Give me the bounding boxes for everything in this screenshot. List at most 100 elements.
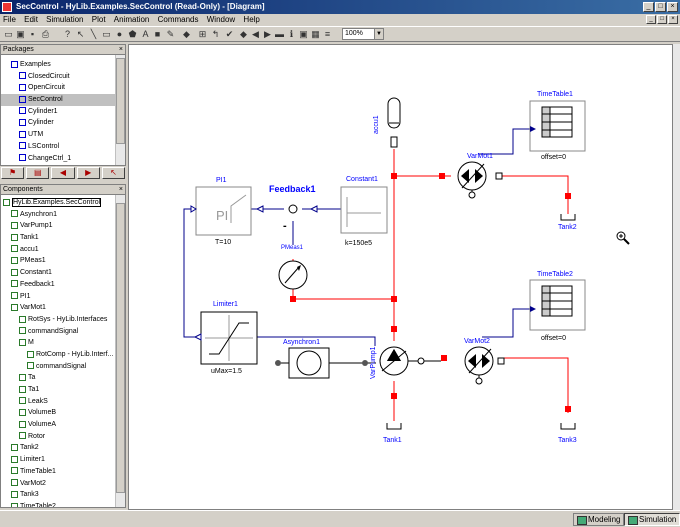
- package-item[interactable]: ChangeCtrl_1: [1, 153, 125, 165]
- save-icon[interactable]: ▪: [27, 29, 38, 40]
- component-item[interactable]: VarMot1: [1, 302, 125, 314]
- open-icon[interactable]: ▣: [15, 29, 26, 40]
- package-item[interactable]: ClosedCircuit: [1, 71, 125, 83]
- package-item[interactable]: Cylinder: [1, 117, 125, 129]
- component-item[interactable]: LeakS: [1, 396, 125, 408]
- arrow-up-icon[interactable]: ◆: [238, 29, 249, 40]
- nav-back-icon[interactable]: ◀: [51, 167, 74, 179]
- icon-view-icon[interactable]: ▣: [298, 29, 309, 40]
- doc-close-button[interactable]: ×: [668, 15, 678, 24]
- feedback-block[interactable]: Feedback1 -: [257, 184, 317, 232]
- component-item[interactable]: Tank1: [1, 232, 125, 244]
- chevron-down-icon[interactable]: ▼: [374, 29, 383, 39]
- canvas-scrollbar[interactable]: [673, 44, 680, 510]
- pi-controller[interactable]: PI PI1 T=10: [191, 177, 251, 246]
- component-item[interactable]: VarMot2: [1, 478, 125, 490]
- menu-animation[interactable]: Animation: [111, 14, 153, 26]
- component-item[interactable]: Limiter1: [1, 454, 125, 466]
- minimize-button[interactable]: _: [643, 2, 654, 12]
- help-icon[interactable]: ?: [62, 29, 73, 40]
- pointer-icon[interactable]: ↖: [75, 29, 86, 40]
- line-tool-icon[interactable]: ╲: [88, 29, 99, 40]
- rectangle-tool-icon[interactable]: ▭: [101, 29, 112, 40]
- packages-scrollbar[interactable]: [115, 55, 125, 165]
- package-item[interactable]: UTM: [1, 129, 125, 141]
- component-item[interactable]: Constant1: [1, 267, 125, 279]
- nav-up-icon[interactable]: ↖: [102, 167, 125, 179]
- component-item[interactable]: PMeas1: [1, 255, 125, 267]
- menu-plot[interactable]: Plot: [89, 14, 109, 26]
- zoom-select[interactable]: 100% ▼: [342, 28, 384, 40]
- polygon-tool-icon[interactable]: ⬟: [127, 29, 138, 40]
- menu-simulation[interactable]: Simulation: [43, 14, 86, 26]
- fill-color-icon[interactable]: ■: [152, 29, 163, 40]
- modeling-mode-button[interactable]: Modeling: [573, 513, 624, 526]
- limiter-block[interactable]: Limiter1 uMax=1.5: [195, 301, 257, 375]
- component-item[interactable]: TimeTable1: [1, 466, 125, 478]
- menu-commands[interactable]: Commands: [155, 14, 202, 26]
- component-item[interactable]: VolumeA: [1, 419, 125, 431]
- pressure-sensor[interactable]: PMeas1: [279, 245, 307, 289]
- text-tool-icon[interactable]: A: [140, 29, 151, 40]
- locate-icon[interactable]: ⚑: [1, 167, 24, 179]
- check-icon[interactable]: ✔: [224, 29, 235, 40]
- constant-block[interactable]: Constant1 k=150e5: [341, 176, 387, 247]
- info-icon[interactable]: ℹ: [286, 29, 297, 40]
- browse-icon[interactable]: ▤: [26, 167, 49, 179]
- menu-help[interactable]: Help: [240, 14, 262, 26]
- tank-1[interactable]: Tank1: [383, 423, 402, 444]
- time-table-2[interactable]: TimeTable2 offset=0: [530, 271, 585, 342]
- component-item[interactable]: TimeTable2: [1, 501, 125, 508]
- component-item[interactable]: Tank3: [1, 489, 125, 501]
- component-item[interactable]: Tank2: [1, 442, 125, 454]
- package-item[interactable]: SecControl: [1, 94, 125, 106]
- package-item[interactable]: OpenCircuit: [1, 82, 125, 94]
- component-item[interactable]: accu1: [1, 244, 125, 256]
- scroll-thumb[interactable]: [116, 203, 125, 493]
- close-icon[interactable]: ×: [119, 185, 123, 195]
- simulation-mode-button[interactable]: Simulation: [624, 513, 680, 526]
- connect-icon[interactable]: ⊞: [197, 29, 208, 40]
- menu-edit[interactable]: Edit: [21, 14, 41, 26]
- package-item[interactable]: Examples: [1, 59, 125, 71]
- package-item[interactable]: LSControl: [1, 141, 125, 153]
- line-color-icon[interactable]: ✎: [165, 29, 176, 40]
- ellipse-tool-icon[interactable]: ●: [114, 29, 125, 40]
- time-table-1[interactable]: TimeTable1 offset=0: [530, 91, 585, 161]
- variable-motor-1[interactable]: VarMot1: [458, 153, 502, 198]
- maximize-button[interactable]: □: [655, 2, 666, 12]
- close-icon[interactable]: ×: [119, 45, 123, 55]
- snap-icon[interactable]: ↰: [210, 29, 221, 40]
- component-item[interactable]: PI1: [1, 291, 125, 303]
- text-view-icon[interactable]: ≡: [322, 29, 333, 40]
- component-item[interactable]: Rotor: [1, 431, 125, 443]
- diagram-view-icon[interactable]: ▦: [310, 29, 321, 40]
- variable-pump[interactable]: VarPump1: [370, 346, 441, 379]
- tank-2[interactable]: Tank2: [558, 214, 577, 231]
- component-item[interactable]: HyLib.Examples.SecControl: [1, 197, 125, 209]
- component-item[interactable]: VarPump1: [1, 220, 125, 232]
- menu-window[interactable]: Window: [204, 14, 238, 26]
- component-item[interactable]: commandSignal: [1, 326, 125, 338]
- doc-minimize-button[interactable]: _: [646, 15, 656, 24]
- asynchron-motor[interactable]: Asynchron1: [275, 339, 376, 378]
- component-item[interactable]: commandSignal: [1, 361, 125, 373]
- component-item[interactable]: Ta: [1, 372, 125, 384]
- zoom-out-icon[interactable]: ▬: [274, 29, 285, 40]
- component-item[interactable]: VolumeB: [1, 407, 125, 419]
- components-scrollbar[interactable]: [115, 195, 125, 507]
- component-item[interactable]: RotComp - HyLib.Interf...: [1, 349, 125, 361]
- scroll-thumb[interactable]: [116, 58, 125, 144]
- back-icon[interactable]: ◀: [250, 29, 261, 40]
- doc-restore-button[interactable]: □: [657, 15, 667, 24]
- close-button[interactable]: ×: [667, 2, 678, 12]
- nav-forward-icon[interactable]: ▶: [77, 167, 100, 179]
- accumulator[interactable]: accu1: [373, 98, 400, 147]
- print-icon[interactable]: ⎙: [40, 29, 51, 40]
- package-item[interactable]: Cylinder1: [1, 106, 125, 118]
- component-item[interactable]: M: [1, 337, 125, 349]
- component-item[interactable]: Ta1: [1, 384, 125, 396]
- fill-style-icon[interactable]: ◆: [181, 29, 192, 40]
- component-item[interactable]: Feedback1: [1, 279, 125, 291]
- component-item[interactable]: RotSys - HyLib.Interfaces: [1, 314, 125, 326]
